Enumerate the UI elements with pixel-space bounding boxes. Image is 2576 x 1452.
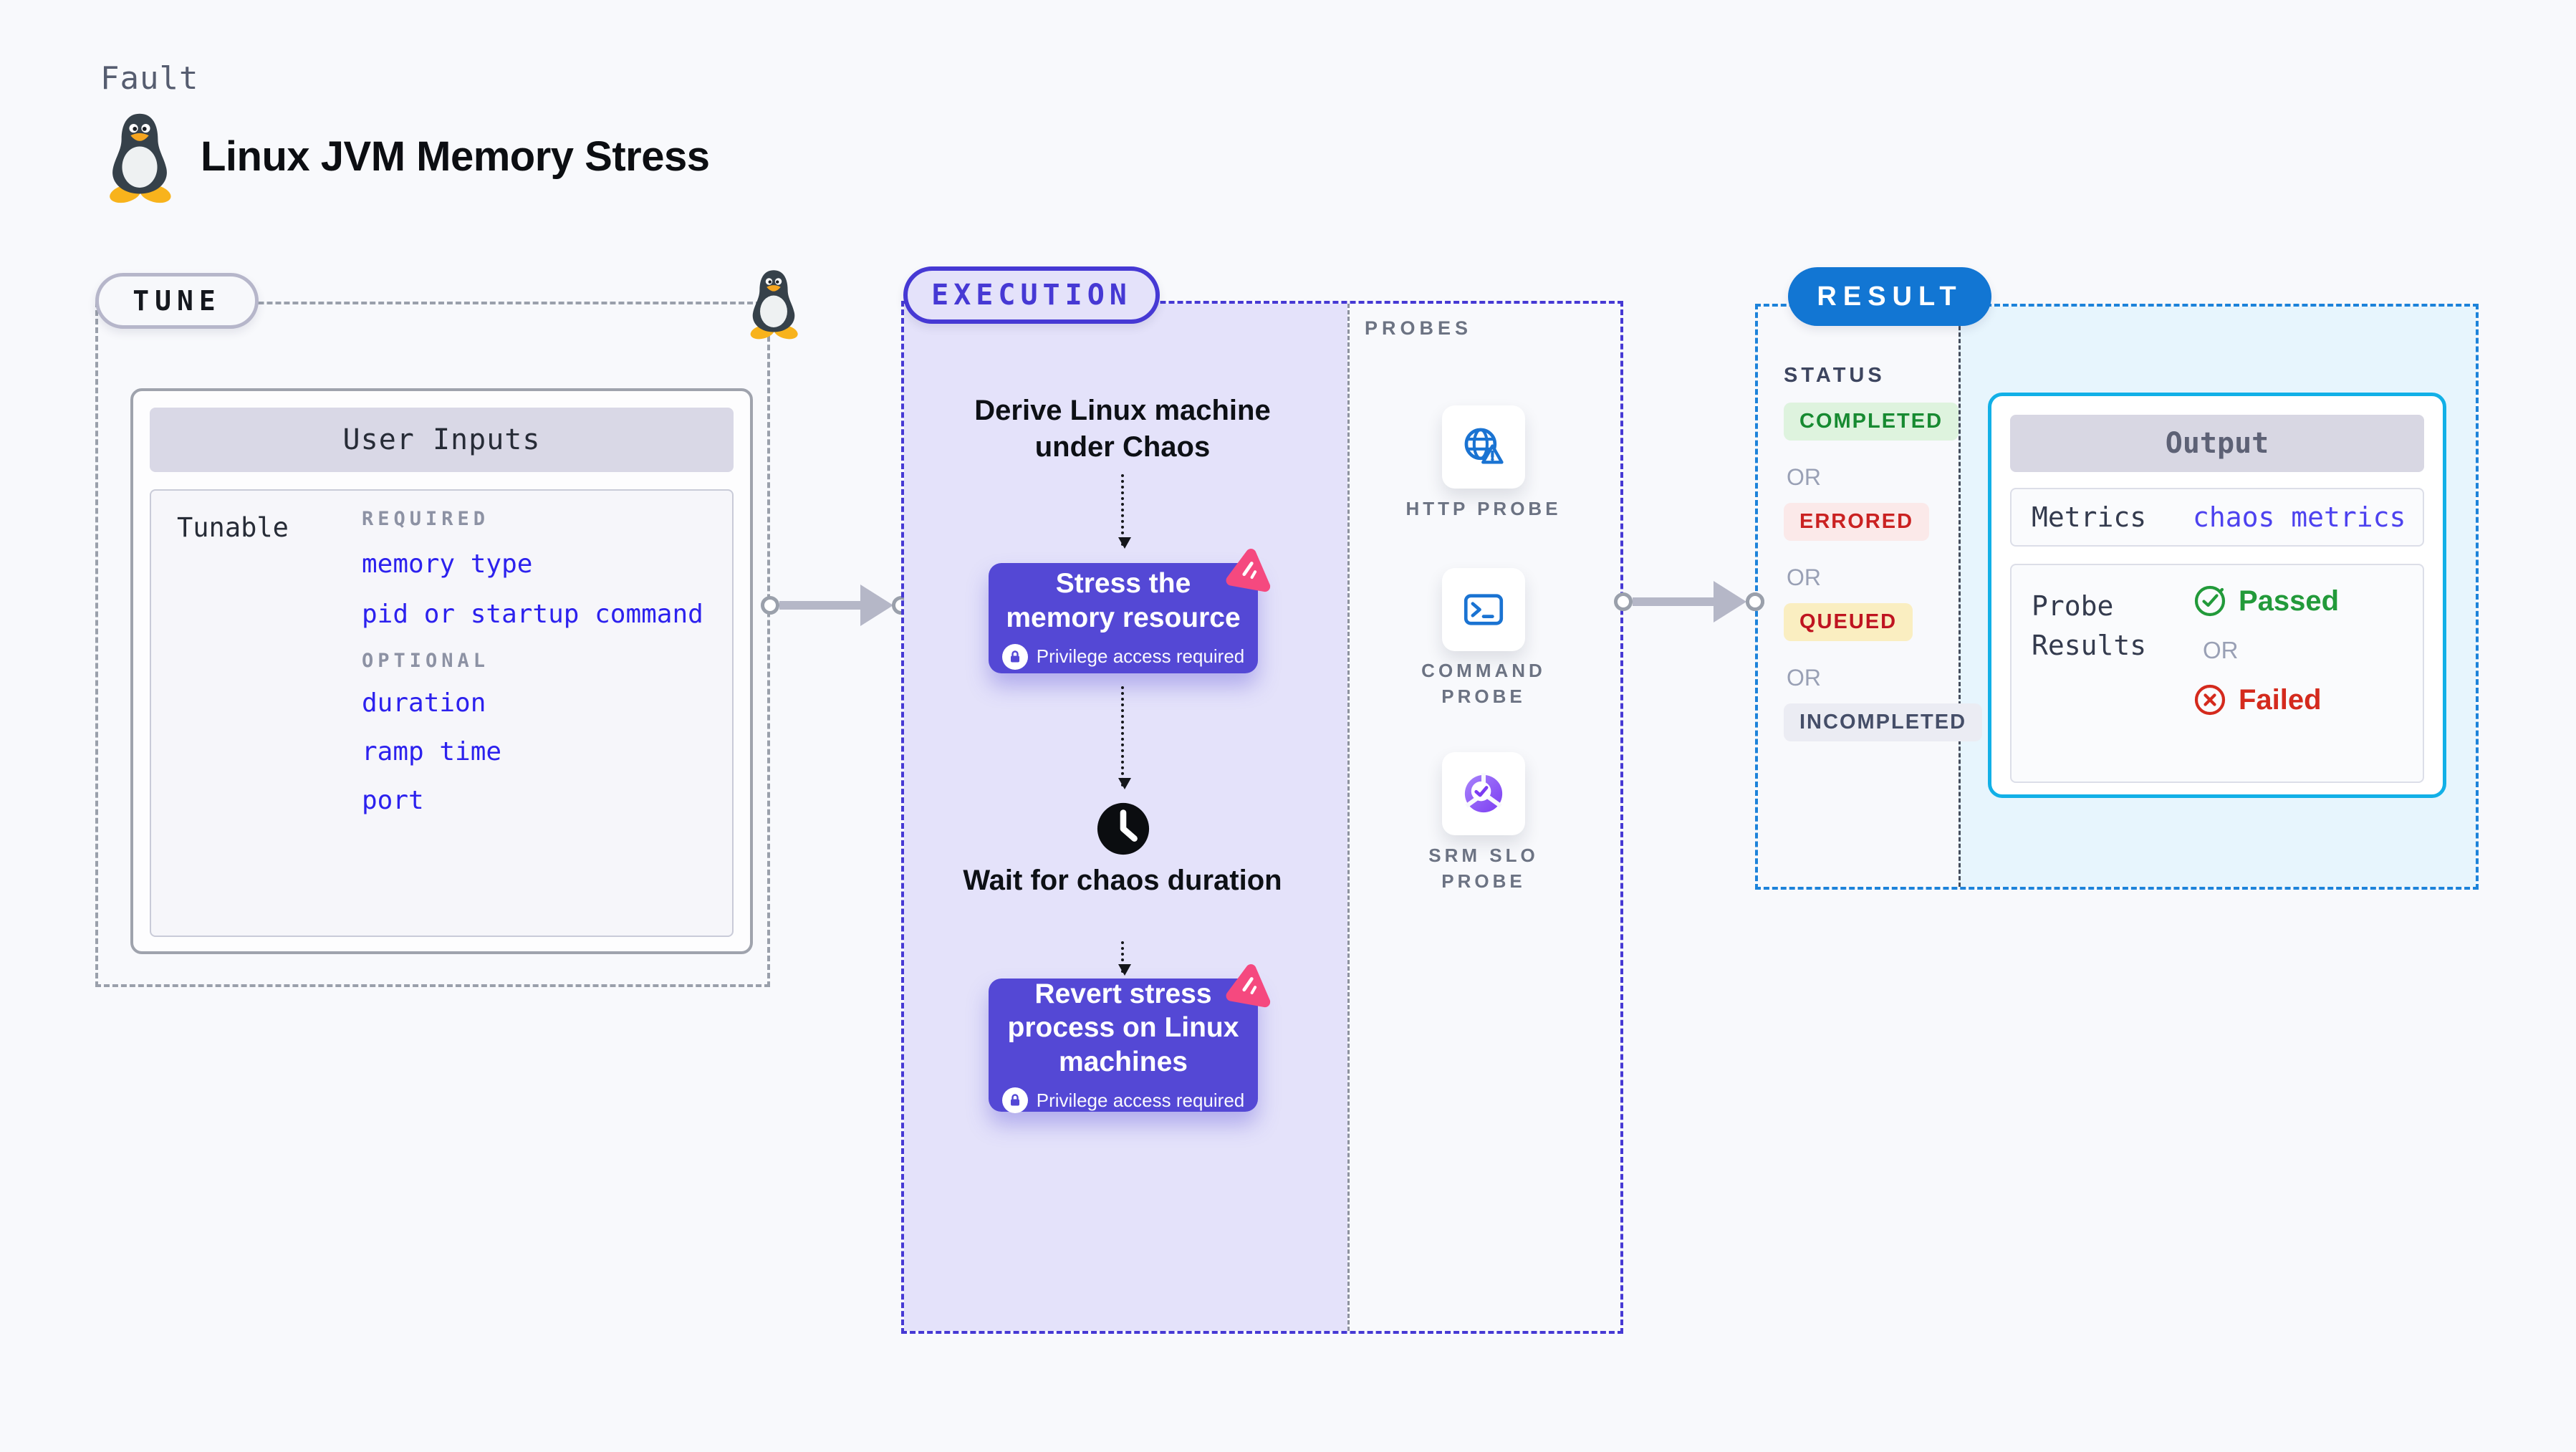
check-circle-icon: [2193, 584, 2227, 618]
tune-to-execution-arrow-shaft: [779, 601, 864, 610]
passed-label: Passed: [2239, 585, 2340, 617]
revert-stress-node: Revert stress process on Linux machines …: [989, 978, 1258, 1114]
srm-slo-probe-card: [1442, 752, 1525, 835]
tune-section-box: [95, 302, 770, 987]
user-inputs-card: User Inputs Tunable REQUIRED memory type…: [130, 388, 753, 954]
output-card: Output Metrics chaos metrics Probe Resul…: [1988, 393, 2446, 798]
probe-results-values: Passed OR Failed: [2193, 584, 2339, 717]
privilege-note: Privilege access required: [1036, 645, 1245, 668]
globe-alert-icon: [1460, 423, 1507, 471]
lock-icon: [1001, 1087, 1028, 1114]
terminal-icon: [1460, 586, 1507, 633]
chaos-metrics-link[interactable]: chaos metrics: [2193, 501, 2406, 533]
status-badge-queued: QUEUED: [1784, 603, 1913, 641]
page-title: Linux JVM Memory Stress: [201, 133, 710, 180]
failed-label: Failed: [2239, 683, 2322, 716]
status-output-divider: [1959, 307, 1961, 887]
param-link-duration[interactable]: duration: [362, 688, 486, 718]
execution-to-result-arrow-shaft: [1633, 597, 1717, 606]
tunable-label: Tunable: [177, 512, 289, 543]
wait-step-text: Wait for chaos duration: [963, 865, 1282, 896]
page-title-row: Linux JVM Memory Stress: [100, 109, 710, 203]
status-or: OR: [1787, 665, 1821, 691]
command-probe-card: [1442, 568, 1525, 651]
user-inputs-panel: Tunable REQUIRED memory type pid or star…: [150, 489, 734, 937]
stress-memory-node: Stress the memory resource Privilege acc…: [989, 563, 1258, 673]
chaos-pink-logo-icon: [1222, 960, 1276, 1014]
result-pill: RESULT: [1788, 267, 1991, 326]
output-title: Output: [2010, 415, 2424, 472]
status-badge-incompleted: INCOMPLETED: [1784, 703, 1983, 741]
x-circle-icon: [2193, 683, 2227, 717]
revert-stress-label: Revert stress process on Linux machines: [1007, 978, 1239, 1077]
connector-node: [761, 596, 779, 615]
probe-results-row: Probe Results Passed OR Failed: [2010, 564, 2424, 783]
tux-penguin-icon-small: [743, 266, 804, 340]
param-link-ramp-time[interactable]: ramp time: [362, 737, 502, 766]
tune-to-execution-arrowhead: [860, 585, 893, 626]
clock-icon: [1095, 801, 1151, 857]
http-probe-card: [1442, 405, 1525, 489]
metrics-label: Metrics: [2032, 501, 2147, 533]
required-group-label: REQUIRED: [362, 508, 490, 530]
http-probe-label: HTTP PROBE: [1405, 498, 1562, 519]
probes-section-label: PROBES: [1365, 317, 1473, 339]
tune-pill: TUNE: [95, 273, 259, 329]
connector-node: [1746, 592, 1764, 611]
user-inputs-title: User Inputs: [150, 408, 734, 472]
execution-to-result-arrowhead: [1714, 581, 1746, 622]
param-link-pid-or-startup-command[interactable]: pid or startup command: [362, 600, 703, 629]
passed-row: Passed: [2193, 584, 2339, 618]
connector-node: [1614, 592, 1633, 611]
flow-arrow-down: [1118, 474, 1131, 549]
probe-results-label: Probe Results: [2032, 590, 2147, 662]
chaos-pink-logo-icon: [1222, 544, 1276, 598]
slo-pie-check-icon: [1460, 770, 1507, 817]
lock-icon: [1001, 643, 1028, 670]
fault-category-label: Fault: [100, 60, 199, 97]
execution-pill: EXECUTION: [903, 266, 1160, 324]
probe-results-or: OR: [2203, 637, 2239, 663]
execution-probes-divider: [1347, 304, 1350, 1331]
status-badge-completed: COMPLETED: [1784, 403, 1959, 441]
tux-penguin-icon: [100, 109, 179, 203]
status-badge-errored: ERRORED: [1784, 503, 1930, 541]
failed-row: Failed: [2193, 683, 2339, 717]
privilege-row: Privilege access required: [1001, 643, 1245, 670]
optional-group-label: OPTIONAL: [362, 650, 490, 672]
command-probe-label: COMMAND PROBE: [1421, 660, 1546, 708]
param-link-port[interactable]: port: [362, 786, 424, 815]
status-or: OR: [1787, 564, 1821, 590]
privilege-note: Privilege access required: [1036, 1089, 1245, 1111]
flow-arrow-down: [1118, 941, 1131, 976]
param-link-memory-type[interactable]: memory type: [362, 549, 533, 579]
stress-memory-label: Stress the memory resource: [1006, 568, 1241, 633]
metrics-row: Metrics chaos metrics: [2010, 488, 2424, 547]
derive-step-text: Derive Linux machine under Chaos: [974, 395, 1271, 463]
status-label: STATUS: [1784, 364, 1885, 387]
status-or: OR: [1787, 464, 1821, 490]
srm-slo-probe-label: SRM SLO PROBE: [1428, 845, 1539, 893]
flow-arrow-down: [1118, 686, 1131, 789]
privilege-row: Privilege access required: [1001, 1087, 1245, 1114]
